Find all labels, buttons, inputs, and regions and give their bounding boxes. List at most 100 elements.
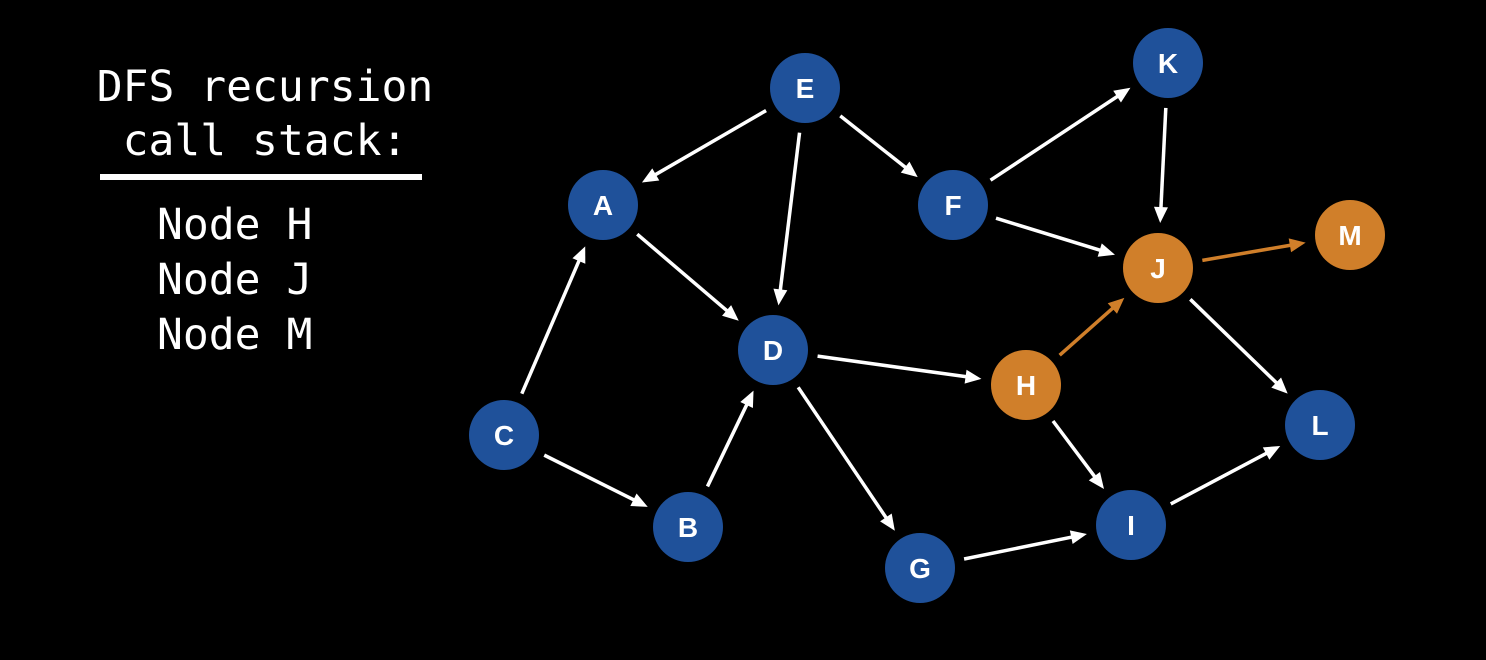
node-label: K [1158,48,1178,79]
call-stack-item: Node J [157,255,313,305]
edge-line [1202,243,1293,263]
node-circle [885,533,955,603]
node-label: C [494,420,514,451]
edge-H-J [1058,297,1125,357]
node-label: E [796,73,815,104]
node-label: L [1311,410,1328,441]
node-circle [1133,28,1203,98]
graph-node-b: B [653,492,723,562]
node-label: B [678,512,698,543]
arrowhead-icon [773,288,788,306]
arrowhead-icon [900,161,918,178]
graph-node-i: I [1096,490,1166,560]
edge-line [636,232,730,314]
edge-line [1189,298,1279,386]
edge-line [520,258,582,395]
node-circle [1285,390,1355,460]
graph-node-d: D [738,315,808,385]
edge-line [1169,451,1269,506]
call-stack-item: Node M [157,310,313,360]
arrowhead-icon [1288,238,1306,253]
node-circle [568,170,638,240]
edge-F-J [995,216,1115,257]
node-circle [991,350,1061,420]
graph-node-g: G [885,533,955,603]
call-stack-heading: DFS recursion call stack: [60,60,470,168]
call-stack-item: Node H [157,200,313,250]
edge-C-A [520,246,586,395]
edge-D-H [817,354,982,384]
node-label: A [593,190,613,221]
arrowhead-icon [1097,243,1115,257]
edge-line [1159,107,1168,210]
edge-K-J [1153,107,1168,224]
edge-line [963,535,1074,561]
node-circle [770,53,840,123]
edge-line [989,94,1120,182]
arrowhead-icon [964,369,982,384]
edge-J-M [1202,238,1306,263]
edge-line [796,386,889,521]
graph-node-m: M [1315,200,1385,270]
arrowhead-icon [740,390,754,409]
graph-node-k: K [1133,28,1203,98]
edge-G-I [963,530,1087,561]
edge-line [817,354,968,379]
arrowhead-icon [1271,377,1288,394]
arrowhead-icon [572,246,586,264]
arrowhead-icon [880,513,895,531]
arrowhead-icon [630,493,648,507]
edge-D-G [796,386,895,531]
node-circle [738,315,808,385]
graph-node-h: H [991,350,1061,420]
graph-node-l: L [1285,390,1355,460]
graph-node-j: J [1123,233,1193,303]
edge-line [1051,419,1097,479]
arrowhead-icon [1107,297,1125,314]
arrowhead-icon [1113,87,1131,103]
node-label: H [1016,370,1036,401]
edge-E-D [773,132,802,306]
edge-line [995,216,1103,253]
arrowhead-icon [641,168,660,183]
node-label: G [909,553,931,584]
call-stack-panel: DFS recursion call stack: Node H Node J … [60,60,470,363]
arrowhead-icon [722,305,739,321]
edge-E-F [839,114,918,178]
edge-J-L [1189,298,1288,394]
node-circle [653,492,723,562]
graph-node-a: A [568,170,638,240]
edge-line [1058,305,1116,357]
graph-node-c: C [469,400,539,470]
edge-line [839,114,908,170]
node-label: F [944,190,961,221]
call-stack-underline [100,174,422,180]
edge-F-K [989,87,1131,182]
edge-line [543,453,637,503]
graph-nodes: E K A F M J D H C L B I G [469,28,1385,603]
node-circle [469,400,539,470]
arrowhead-icon [1088,472,1104,489]
graph-node-e: E [770,53,840,123]
call-stack-heading-line1: DFS recursion [96,62,434,112]
node-label: I [1127,510,1135,541]
edge-line [778,132,802,292]
call-stack-list: Node H Node J Node M [60,198,470,363]
graph-edges [520,87,1306,561]
node-circle [1096,490,1166,560]
edge-C-B [543,453,648,507]
edge-H-I [1051,419,1104,489]
node-circle [1123,233,1193,303]
node-label: D [763,335,783,366]
node-circle [1315,200,1385,270]
node-circle [918,170,988,240]
edge-E-A [641,109,767,183]
call-stack-heading-line2: call stack: [122,116,408,166]
edge-I-L [1169,446,1281,506]
graph-node-f: F [918,170,988,240]
node-label: J [1150,253,1166,284]
node-label: M [1338,220,1361,251]
arrowhead-icon [1153,206,1168,224]
edge-line [705,402,750,488]
